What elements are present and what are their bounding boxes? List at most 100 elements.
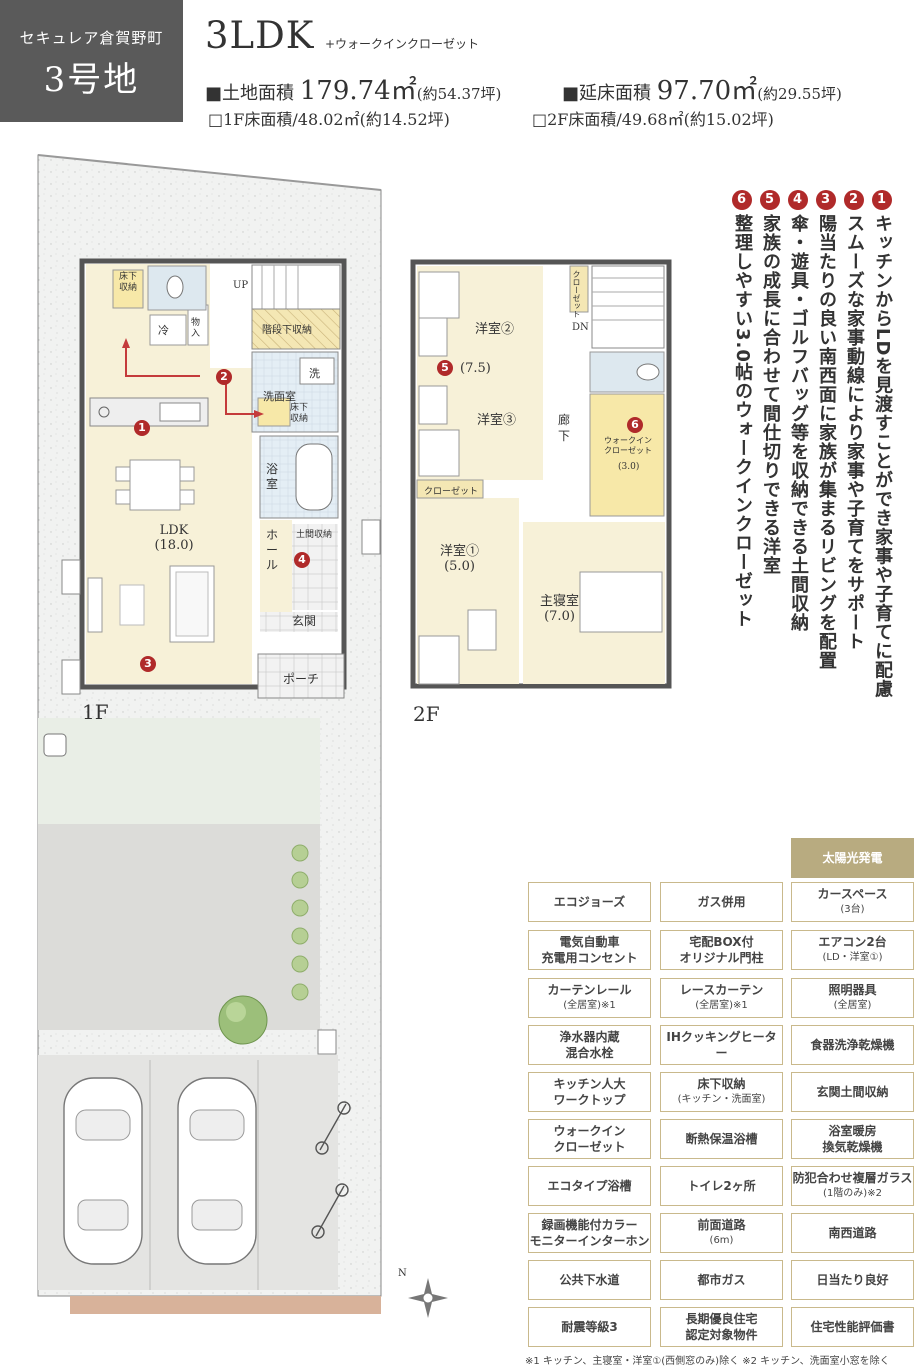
spec-sub: (キッチン・洗面室) <box>677 1094 766 1105</box>
lot-number: 3号地 <box>43 60 140 100</box>
spec-label: 電気自動車 充電用コンセント <box>541 935 638 965</box>
master-bedroom: 主寝室 (7.0) <box>540 590 579 624</box>
spec-label: キッチン人大 ワークトップ <box>553 1077 626 1107</box>
underfloor-storage-wash: 床下 収納 <box>290 403 309 424</box>
wic-size: (3.0) <box>618 462 640 472</box>
spec-label: 床下収納 <box>697 1077 746 1091</box>
feature-num: 3 <box>816 190 836 210</box>
lot-badge: セキュレア倉賀野町 3号地 <box>0 0 183 122</box>
spec-label: 食器洗浄乾燥機 <box>810 1038 895 1052</box>
room-ldk-label: LDK <box>159 523 189 538</box>
spec-item: エアコン2台 (LD・洋室①) <box>791 930 914 970</box>
spec-label: 録画機能付カラー モニターインターホン <box>529 1218 650 1248</box>
spec-label: エコタイプ浴槽 <box>547 1179 632 1193</box>
spec-sub: (1階のみ)※2 <box>823 1188 882 1199</box>
floor2-label: 2F <box>413 702 440 726</box>
spec-label: トイレ2ヶ所 <box>687 1179 756 1193</box>
spec-item: トイレ2ヶ所 <box>660 1166 783 1206</box>
spec-item: 前面道路 (6m) <box>660 1213 783 1253</box>
spec-item: 長期優良住宅 認定対象物件 <box>660 1307 783 1347</box>
wic-label: ウォークイン クローゼット <box>604 436 652 455</box>
badge-3: 3 <box>140 656 156 672</box>
stair-storage-label: 階段下収納 <box>262 325 312 336</box>
spec-sub: (6m) <box>709 1235 734 1246</box>
spec-item: 玄関土間収納 <box>791 1072 914 1112</box>
spec-item: ガス併用 <box>660 882 783 922</box>
spec-item: 宅配BOX付 オリジナル門柱 <box>660 930 783 970</box>
western-room-3: 洋室③ <box>477 413 517 428</box>
land-area-tsubo: (約54.37坪) <box>416 85 502 103</box>
feature-num: 2 <box>844 190 864 210</box>
badge-5: 5 <box>437 360 453 376</box>
corridor-label: 廊下 <box>558 413 571 443</box>
feature-text: 家族の成長に合わせて間仕切りできる洋室 <box>760 214 781 575</box>
spec-item: 録画機能付カラー モニターインターホン <box>528 1213 651 1253</box>
feature-2: 2 スムーズな家事動線により家事や子育てをサポート <box>843 190 865 651</box>
spec-item: レースカーテン(全居室)※1 <box>660 978 783 1018</box>
western-room-1-size: (5.0) <box>444 559 475 574</box>
spec-label: 公共下水道 <box>559 1273 620 1287</box>
feature-6: 6整理しやすい3.0帖のウォークインクローゼット <box>731 190 753 629</box>
spec-item: 公共下水道 <box>528 1260 651 1300</box>
floor1-label: 1F <box>82 700 109 724</box>
spec-label: 南西道路 <box>828 1226 877 1240</box>
spec-label: 長期優良住宅 認定対象物件 <box>685 1312 758 1342</box>
room-ldk: LDK (18.0) <box>144 523 204 553</box>
western-room-1: 洋室① (5.0) <box>440 540 479 574</box>
doma-storage-label: 土間収納 <box>296 530 333 540</box>
floor-area: ■延床面積 97.70㎡(約29.55坪) <box>562 70 842 107</box>
spec-item: 南西道路 <box>791 1213 914 1253</box>
spec-item: 耐震等級3 <box>528 1307 651 1347</box>
spec-item: 食器洗浄乾燥機 <box>791 1025 914 1065</box>
feature-text: 傘・遊具・ゴルフバッグ等を収納できる土間収納 <box>788 214 809 632</box>
spec-item: 浴室暖房 換気乾燥機 <box>791 1119 914 1159</box>
underfloor-storage-kitchen: 床下 収納 <box>118 272 137 293</box>
spec-label: 前面道路 <box>697 1218 746 1232</box>
spec-item: 住宅性能評価書 <box>791 1307 914 1347</box>
feature-text: 陽当たりの良い南西面に家族が集まるリビングを配置 <box>816 214 837 670</box>
feature-4: 4 傘・遊具・ゴルフバッグ等を収納できる土間収納 <box>787 190 809 632</box>
spec-sub: (LD・洋室①) <box>822 952 883 963</box>
spec-item: カーテンレール (全居室)※1 <box>528 978 651 1018</box>
closet-2f-west: クローゼット <box>424 487 479 497</box>
feature-text: スムーズな家事動線により家事や子育てをサポート <box>844 214 865 651</box>
spec-label: 浄水器内蔵 混合水栓 <box>559 1030 620 1060</box>
stair-dn-label: DN <box>572 322 589 333</box>
spec-label: カーテンレール <box>547 983 632 997</box>
master-bedroom-label: 主寝室 <box>540 594 580 609</box>
wash-label: 洗 <box>309 367 320 380</box>
feature-text: キッチンからLDを見渡すことができ家事や子育てに配慮 <box>872 214 893 699</box>
spec-label: 都市ガス <box>697 1273 746 1287</box>
land-area-value: 179.74㎡ <box>299 76 417 106</box>
spec-label: 防犯合わせ複層ガラス <box>792 1171 913 1185</box>
floor-area-tsubo: (約29.55坪) <box>757 85 842 103</box>
western-room-23-size: (7.5) <box>460 361 491 376</box>
spec-item: IHクッキングヒーター <box>660 1025 783 1065</box>
spec-item: キッチン人大 ワークトップ <box>528 1072 651 1112</box>
spec-label: IHクッキングヒーター <box>666 1030 777 1060</box>
spec-label: カースペース <box>817 887 888 901</box>
badge-1: 1 <box>134 420 150 436</box>
closet-2f-top: クローゼット <box>572 270 581 318</box>
spec-item: エコタイプ浴槽 <box>528 1166 651 1206</box>
stair-up-label: UP <box>233 280 249 291</box>
spec-label: 浴室暖房 換気乾燥機 <box>822 1124 883 1154</box>
development-name: セキュレア倉賀野町 <box>19 29 164 47</box>
plan-type: 3LDK <box>205 14 315 57</box>
spec-item: 防犯合わせ複層ガラス (1階のみ)※2 <box>791 1166 914 1206</box>
spec-item: 床下収納 (キッチン・洗面室) <box>660 1072 783 1112</box>
spec-sub: (全居室)※1 <box>563 1000 616 1011</box>
spec-label: 照明器具 <box>828 983 877 997</box>
f2-area: □2F床面積/49.68㎡(約15.02坪) <box>532 110 774 129</box>
spec-sub: (全居室) <box>833 1000 872 1011</box>
spec-label: エアコン2台 <box>818 935 887 949</box>
western-room-2: 洋室② <box>475 322 515 337</box>
spec-label: エコジョーズ <box>553 895 626 909</box>
feature-num: 5 <box>760 190 780 210</box>
floor-area-label: ■延床面積 <box>562 83 652 104</box>
spec-label: 太陽光発電 <box>822 851 883 865</box>
badge-2: 2 <box>216 369 232 385</box>
feature-3: 3 陽当たりの良い南西面に家族が集まるリビングを配置 <box>815 190 837 670</box>
feature-num: 4 <box>788 190 808 210</box>
